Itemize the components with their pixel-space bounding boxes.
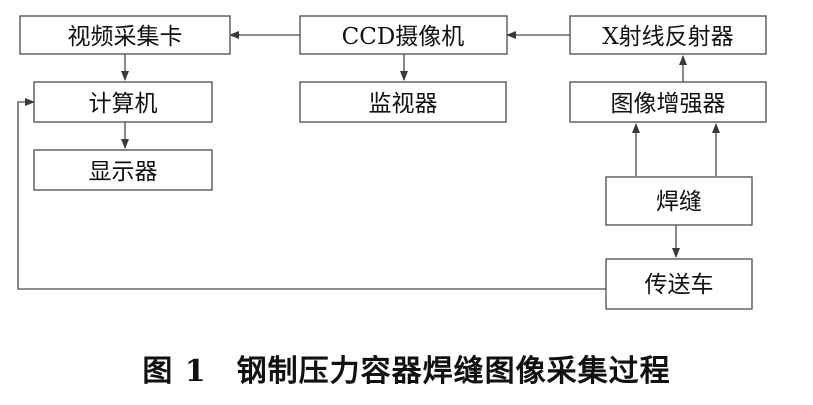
node-conveyor: 传送车 bbox=[605, 258, 753, 310]
node-display: 显示器 bbox=[33, 149, 213, 191]
figure-number: 图 1 bbox=[142, 354, 207, 389]
edge-conveyor-to-computer bbox=[17, 98, 606, 290]
node-xray-source: X射线反射器 bbox=[569, 15, 767, 55]
figure-title: 钢制压力容器焊缝图像采集过程 bbox=[236, 354, 671, 389]
node-computer: 计算机 bbox=[33, 81, 213, 123]
node-label: 视频采集卡 bbox=[68, 24, 183, 50]
node-capture-card: 视频采集卡 bbox=[19, 15, 231, 55]
node-label: 传送车 bbox=[645, 272, 714, 298]
node-ccd-camera: CCD摄像机 bbox=[299, 15, 508, 55]
edges bbox=[17, 31, 720, 290]
figure-caption: 图 1 钢制压力容器焊缝图像采集过程 bbox=[0, 346, 813, 390]
node-label: 焊缝 bbox=[656, 189, 702, 215]
node-label: 监视器 bbox=[369, 91, 438, 117]
node-label: 显示器 bbox=[89, 159, 158, 185]
node-image-intensifier: 图像增强器 bbox=[569, 81, 767, 123]
node-label: 图像增强器 bbox=[611, 91, 726, 117]
node-label: CCD摄像机 bbox=[342, 24, 465, 50]
node-weld-seam: 焊缝 bbox=[605, 176, 753, 226]
flow-diagram: 视频采集卡 CCD摄像机 X射线反射器 计算机 监视器 图像增强器 显示器 焊缝… bbox=[17, 15, 767, 310]
node-label: 计算机 bbox=[89, 91, 158, 117]
node-monitor: 监视器 bbox=[299, 81, 507, 123]
node-label: X射线反射器 bbox=[602, 24, 733, 50]
